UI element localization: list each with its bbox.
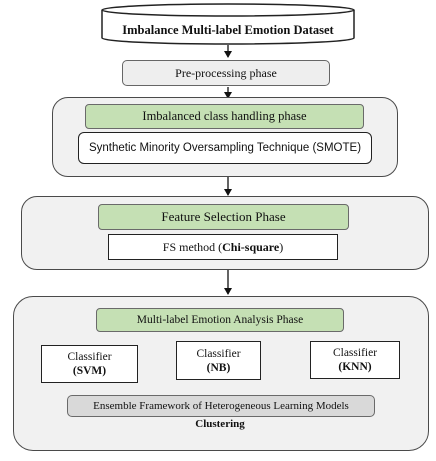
classifier-nb-box: Classifier (NB) — [176, 341, 261, 380]
feature-selection-title-box: Feature Selection Phase — [98, 204, 349, 230]
ensemble-box: Ensemble Framework of Heterogeneous Lear… — [67, 395, 375, 417]
classifier-name: (NB) — [206, 361, 231, 374]
classifier-label: Classifier — [196, 347, 241, 360]
classifier-name: (SVM) — [72, 365, 107, 377]
fs-method-name: Chi-square — [222, 239, 280, 254]
dataset-label: Imbalance Multi-label Emotion Dataset — [122, 22, 334, 37]
classifier-label: Classifier — [67, 351, 112, 363]
clustering-label: Clustering — [195, 417, 245, 430]
fs-method-box: FS method (Chi-square) — [108, 234, 338, 260]
preprocessing-label: Pre-processing phase — [175, 65, 277, 80]
smote-label: Synthetic Minority Oversampling Techniqu… — [88, 142, 362, 154]
dataset-cylinder — [101, 3, 355, 45]
imbalance-title: Imbalanced class handling phase — [142, 109, 307, 123]
classifier-name: (KNN) — [338, 361, 372, 373]
smote-box: Synthetic Minority Oversampling Techniqu… — [78, 132, 372, 164]
classifier-svm-box: Classifier (SVM) — [41, 345, 138, 383]
analysis-title: Multi-label Emotion Analysis Phase — [136, 314, 304, 326]
classifier-knn-box: Classifier (KNN) — [310, 341, 400, 379]
preprocessing-box: Pre-processing phase — [122, 60, 330, 86]
fs-method-suffix: ) — [279, 239, 284, 254]
classifier-label: Classifier — [332, 347, 378, 359]
analysis-title-box: Multi-label Emotion Analysis Phase — [96, 308, 344, 332]
ensemble-label: Ensemble Framework of Heterogeneous Lear… — [93, 400, 349, 412]
feature-selection-title: Feature Selection Phase — [161, 209, 286, 224]
fs-method-prefix: FS method ( — [162, 239, 223, 254]
imbalance-title-box: Imbalanced class handling phase — [85, 104, 364, 129]
